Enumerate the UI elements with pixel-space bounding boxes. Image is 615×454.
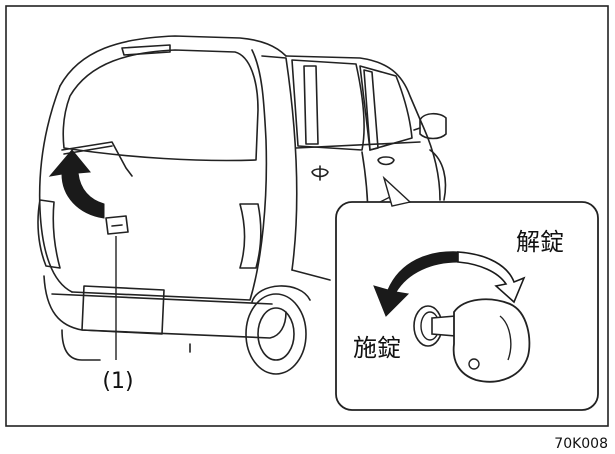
unlock-arrow — [457, 251, 526, 304]
lock-arrow — [373, 251, 461, 317]
car-rear-view — [37, 35, 447, 375]
key-inset: 解錠 施錠 — [335, 175, 599, 411]
figure-code: 70K008 — [554, 436, 608, 452]
unlock-label: 解錠 — [516, 228, 564, 256]
open-arrow — [48, 149, 105, 219]
callout-label: (1) — [102, 369, 133, 394]
lock-label: 施錠 — [353, 334, 401, 362]
